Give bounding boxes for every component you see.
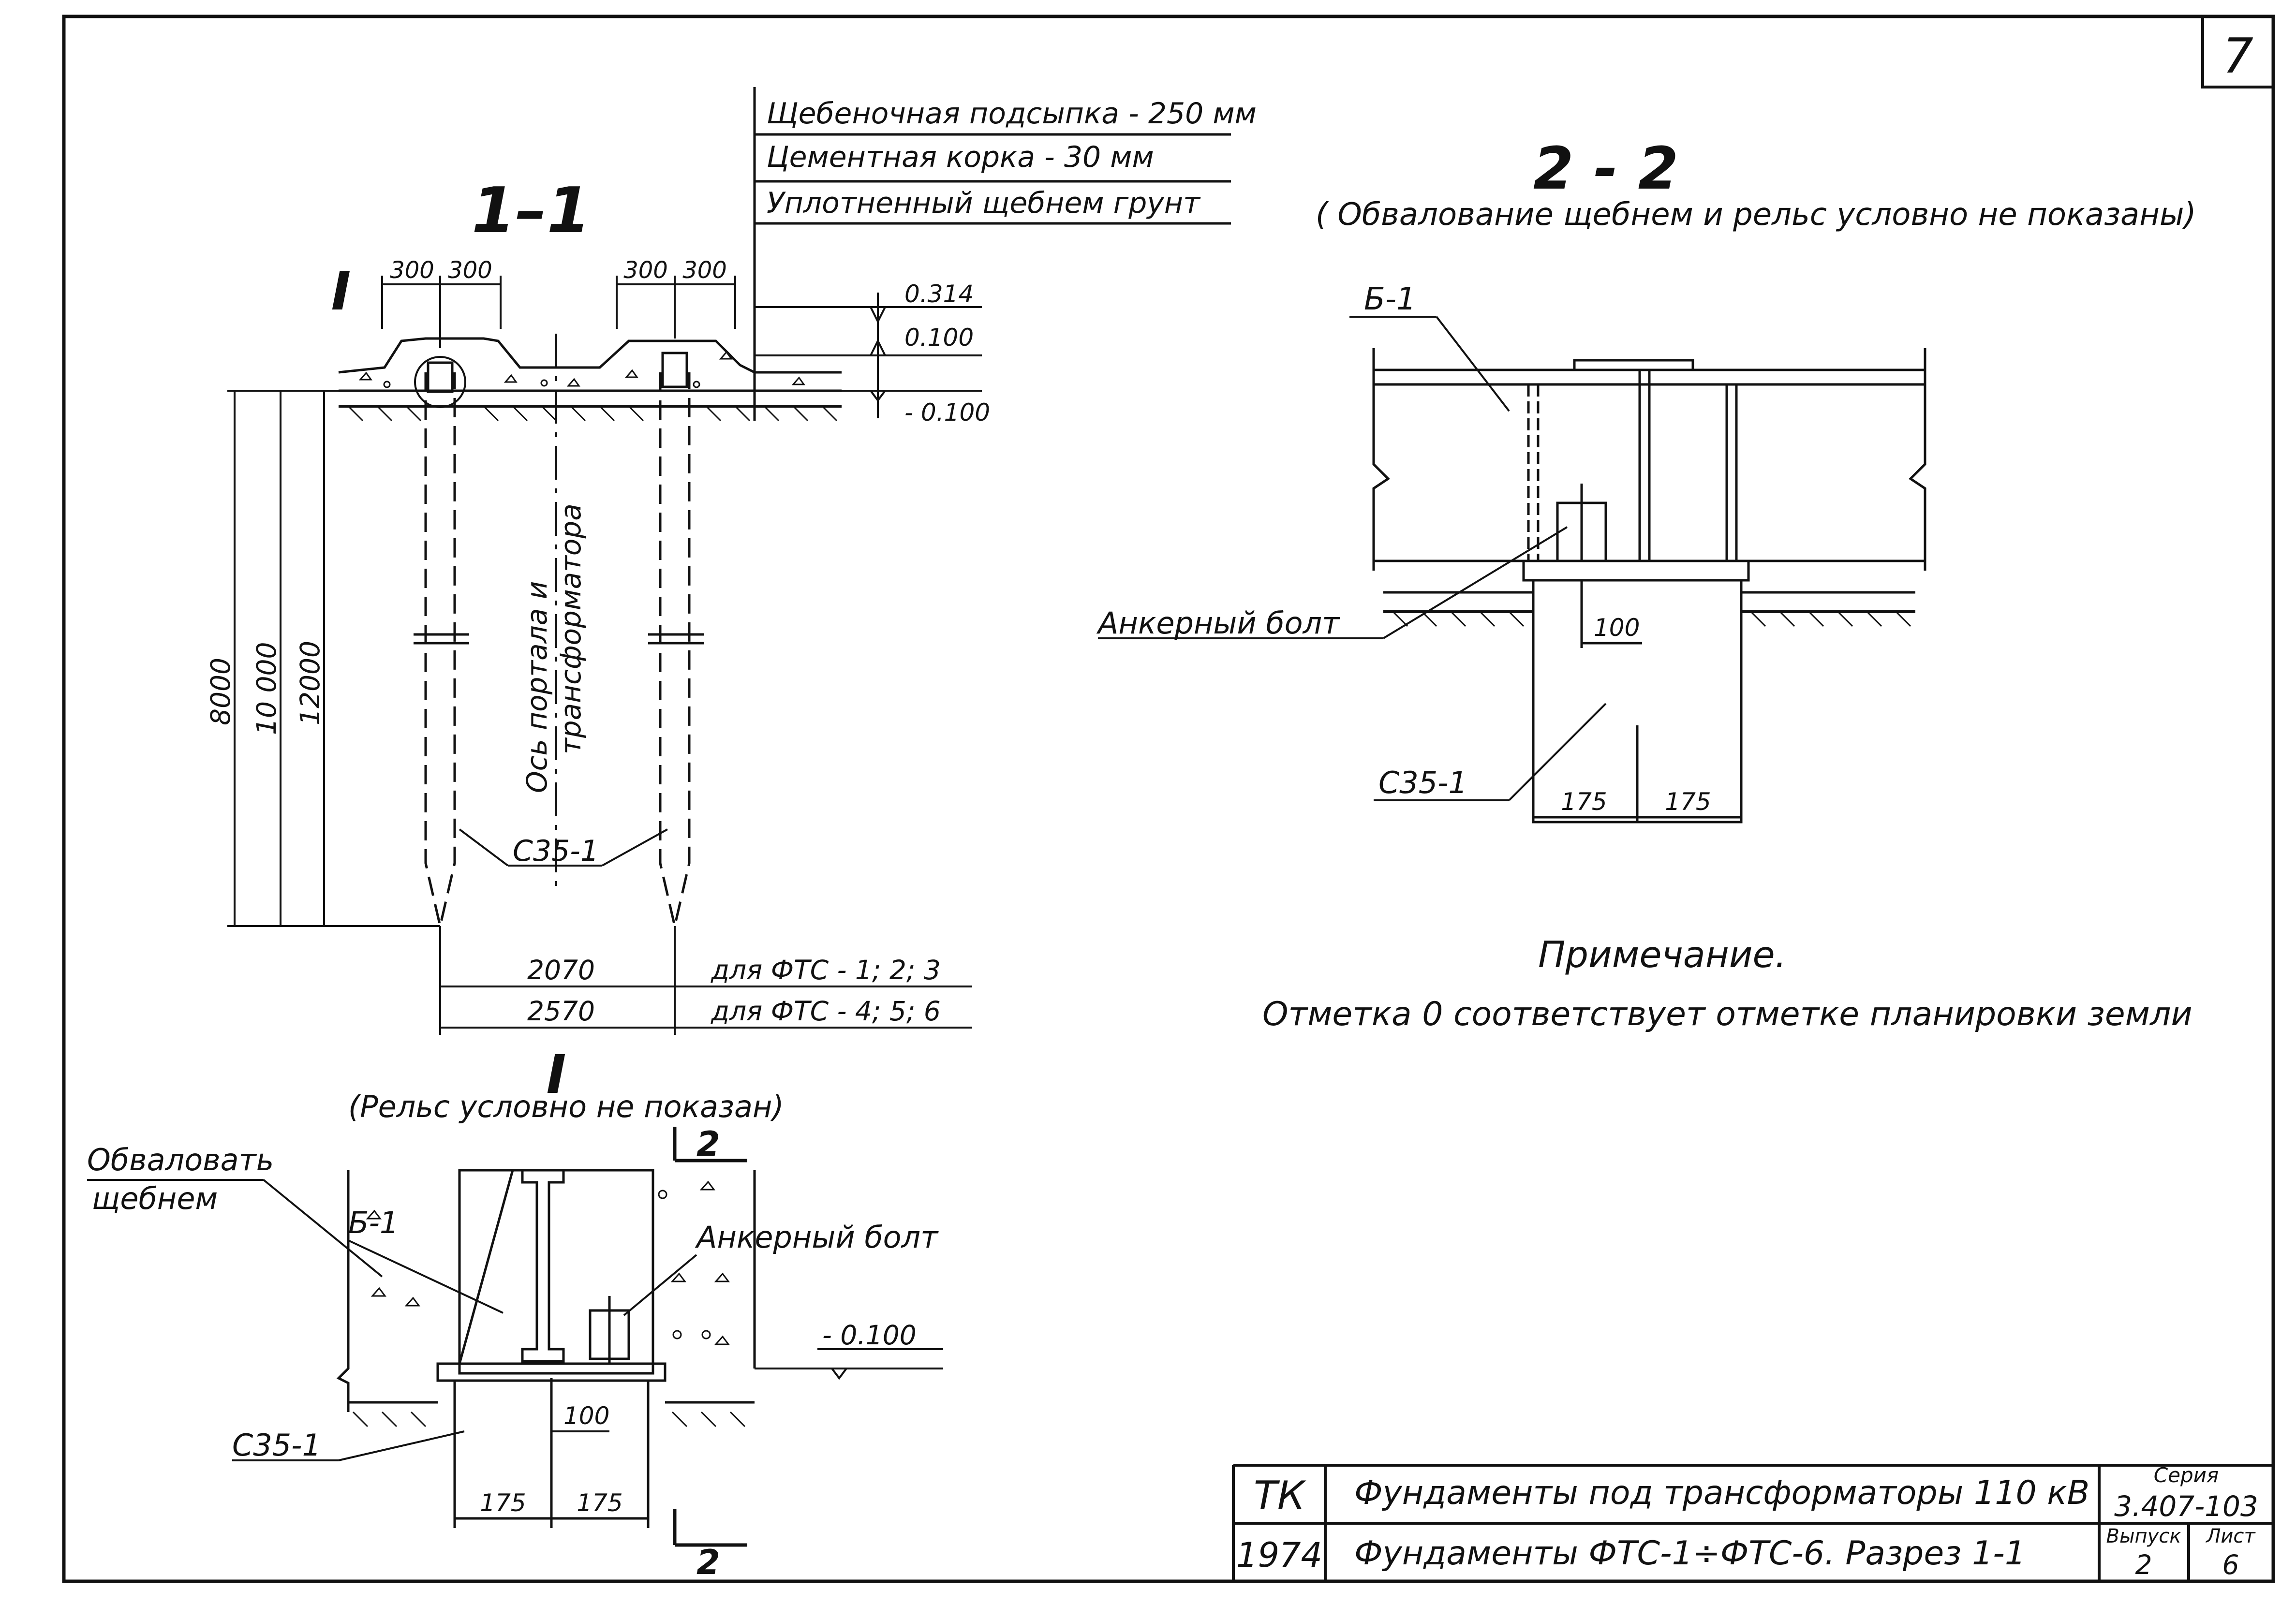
detail-dim-175-b: 175 (577, 1489, 622, 1517)
tb-org: ТК (1254, 1473, 1306, 1518)
cut-label-top: 2 (696, 1124, 720, 1164)
detail-dim-175-a: 175 (480, 1489, 526, 1517)
detail-pile-leader-2 (338, 1430, 465, 1461)
section-2-2-subtitle: ( Обвалование щебнем и рельс условно не … (1316, 197, 2196, 233)
layer-1: Щебеночная подсыпка - 250 мм (767, 97, 1257, 131)
tb-title: Фундаменты под трансформаторы 110 кВ (1354, 1474, 2089, 1512)
tb-issue-value: 2 (2135, 1549, 2152, 1580)
elev-0-100: 0.100 (904, 324, 974, 352)
tb-series-value: 3.407-103 (2114, 1490, 2258, 1523)
section-2-2-title: 2 - 2 (1533, 135, 1678, 203)
tb-year: 1974 (1236, 1535, 1322, 1575)
detail-beam-label: Б-1 (348, 1205, 399, 1240)
depth-8000: 8000 (205, 658, 236, 725)
span-dimensions (439, 926, 972, 1035)
cut-mark-bottom (673, 1509, 747, 1547)
elev-minus-0-100: - 0.100 (904, 398, 990, 427)
s22-bolt-label: Анкерный болт (1096, 605, 1340, 641)
axis-label-1: Ось портала и (520, 581, 553, 793)
section-1-1: 1–1 Щебеночная подсыпка - 250 мм Цементн… (205, 87, 1257, 1035)
pile-left (414, 361, 469, 927)
layer-2: Цементная корка - 30 мм (767, 140, 1154, 174)
elev-0-314: 0.314 (904, 280, 974, 308)
depth-dimensions (227, 390, 484, 927)
top-dimensions (381, 276, 736, 348)
tb-subtitle: Фундаменты ФТС-1÷ФТС-6. Разрез 1-1 (1354, 1534, 2026, 1573)
tb-sheet-value: 6 (2222, 1549, 2239, 1580)
note-text: Отметка 0 соответствует отметке планиров… (1262, 995, 2192, 1033)
s22-pile-label: С35-1 (1378, 765, 1467, 800)
detail-pile-label: С35-1 (232, 1427, 321, 1463)
s22-beam-leader-2 (1436, 316, 1510, 412)
span-2570-note: для ФТС - 4; 5; 6 (711, 996, 941, 1027)
s22-bolt-leader-2 (1382, 526, 1568, 639)
fill-label-2: щебнем (92, 1181, 218, 1216)
span-2070: 2070 (527, 955, 595, 986)
s22-dim-100: 100 (1594, 614, 1640, 642)
fill-label-1: Обваловать (87, 1142, 274, 1177)
section-1-1-title: 1–1 (472, 174, 591, 247)
span-2070-note: для ФТС - 1; 2; 3 (711, 955, 941, 986)
tb-series-label: Серия (2154, 1463, 2219, 1487)
detail-elevation-mark (755, 1348, 943, 1380)
s22-dim-175-b: 175 (1665, 788, 1711, 816)
cut-mark-top (673, 1127, 747, 1163)
s22-dim-175-a: 175 (1561, 788, 1607, 816)
depth-12000: 12000 (295, 641, 326, 725)
fill-leader-2 (263, 1179, 383, 1278)
dim-300-d: 300 (682, 257, 727, 284)
bolt-leader (623, 1254, 697, 1316)
sheet-frame (62, 15, 2275, 1583)
section-2-2: 2 - 2 ( Обвалование щебнем и рельс услов… (1096, 135, 2196, 824)
axis-label-2: трансформатора (554, 503, 587, 754)
sheet-number: 7 (2222, 28, 2253, 84)
pile-right (648, 352, 704, 927)
beam-leader (348, 1239, 504, 1314)
detail-elevation: - 0.100 (822, 1320, 917, 1351)
detail-fill (336, 1169, 756, 1528)
dim-300-a: 300 (390, 257, 434, 284)
detail-dim-100-label: 100 (563, 1402, 609, 1430)
dim-300-c: 300 (623, 257, 668, 284)
s22-pile-leader-2 (1508, 703, 1607, 801)
detail-i-subtitle: (Рельс условно не показан) (348, 1089, 784, 1124)
layer-callouts (753, 87, 1231, 421)
cut-mark-i: I (331, 260, 351, 322)
detail-i-title: I (547, 1044, 566, 1105)
detail-bolt-label: Анкерный болт (695, 1220, 939, 1255)
tb-sheet-label: Лист (2205, 1525, 2256, 1547)
pile-label: С35-1 (513, 834, 599, 868)
s22-beam-label: Б-1 (1364, 281, 1416, 317)
pile-label-leader (459, 828, 668, 867)
detail-i: I (Рельс условно не показан) 2 (87, 1044, 943, 1582)
tb-issue-label: Выпуск (2106, 1525, 2181, 1547)
layer-3: Уплотненный щебнем грунт (767, 186, 1201, 220)
span-2570: 2570 (527, 996, 595, 1027)
depth-10000: 10 000 (251, 642, 282, 735)
section-2-2-drawing (1372, 348, 1926, 824)
dim-300-b: 300 (448, 257, 492, 284)
title-block (1232, 1464, 2273, 1581)
cut-label-bottom: 2 (696, 1543, 720, 1582)
note-heading: Примечание. (1538, 933, 1787, 976)
ground-profile (338, 337, 842, 422)
elevation-marks (755, 293, 982, 418)
